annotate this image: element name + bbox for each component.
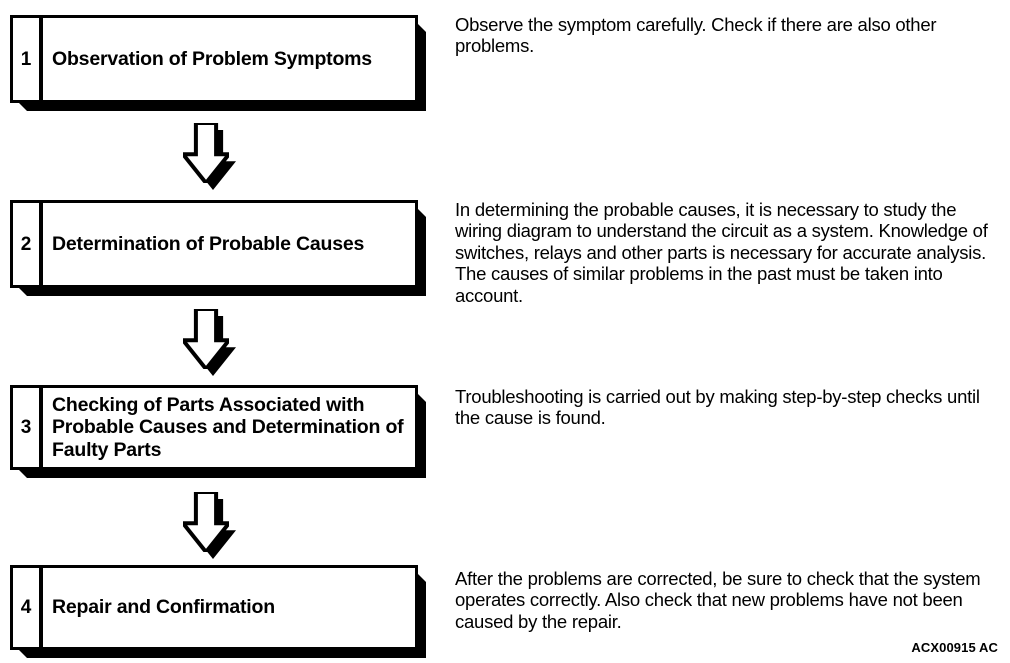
step-title-cell: Observation of Problem Symptoms <box>43 18 415 100</box>
step-box-body: 1 Observation of Problem Symptoms <box>10 15 418 103</box>
step-description-1: Observe the symptom carefully. Check if … <box>455 14 937 57</box>
step-number: 3 <box>20 417 32 438</box>
step-number: 2 <box>20 233 32 255</box>
step-box-body: 4 Repair and Confirmation <box>10 565 418 650</box>
step-number-cell: 2 <box>13 203 43 285</box>
step-number: 4 <box>20 597 32 618</box>
step-description-3: Troubleshooting is carried out by making… <box>455 386 980 429</box>
step-title-cell: Repair and Confirmation <box>43 568 415 647</box>
arrow-outline <box>183 492 229 552</box>
step-box-body: 3 Checking of Parts Associated with Prob… <box>10 385 418 470</box>
step-title: Checking of Parts Associated with Probab… <box>52 393 404 461</box>
step-title: Observation of Problem Symptoms <box>52 47 372 70</box>
step-description-4: After the problems are corrected, be sur… <box>455 568 981 632</box>
arrow-outline <box>183 123 229 183</box>
step-title-cell: Checking of Parts Associated with Probab… <box>43 388 415 467</box>
step-title: Determination of Probable Causes <box>52 232 365 255</box>
step-title: Repair and Confirmation <box>52 596 275 619</box>
step-title-cell: Determination of Probable Causes <box>43 203 415 285</box>
step-box-body: 2 Determination of Probable Causes <box>10 200 418 288</box>
step-description-2: In determining the probable causes, it i… <box>455 199 988 306</box>
step-number: 1 <box>20 48 32 70</box>
step-number-cell: 4 <box>13 568 43 647</box>
figure-code: ACX00915 AC <box>911 640 998 655</box>
step-number-cell: 3 <box>13 388 43 467</box>
step-number-cell: 1 <box>13 18 43 100</box>
arrow-outline <box>183 309 229 369</box>
